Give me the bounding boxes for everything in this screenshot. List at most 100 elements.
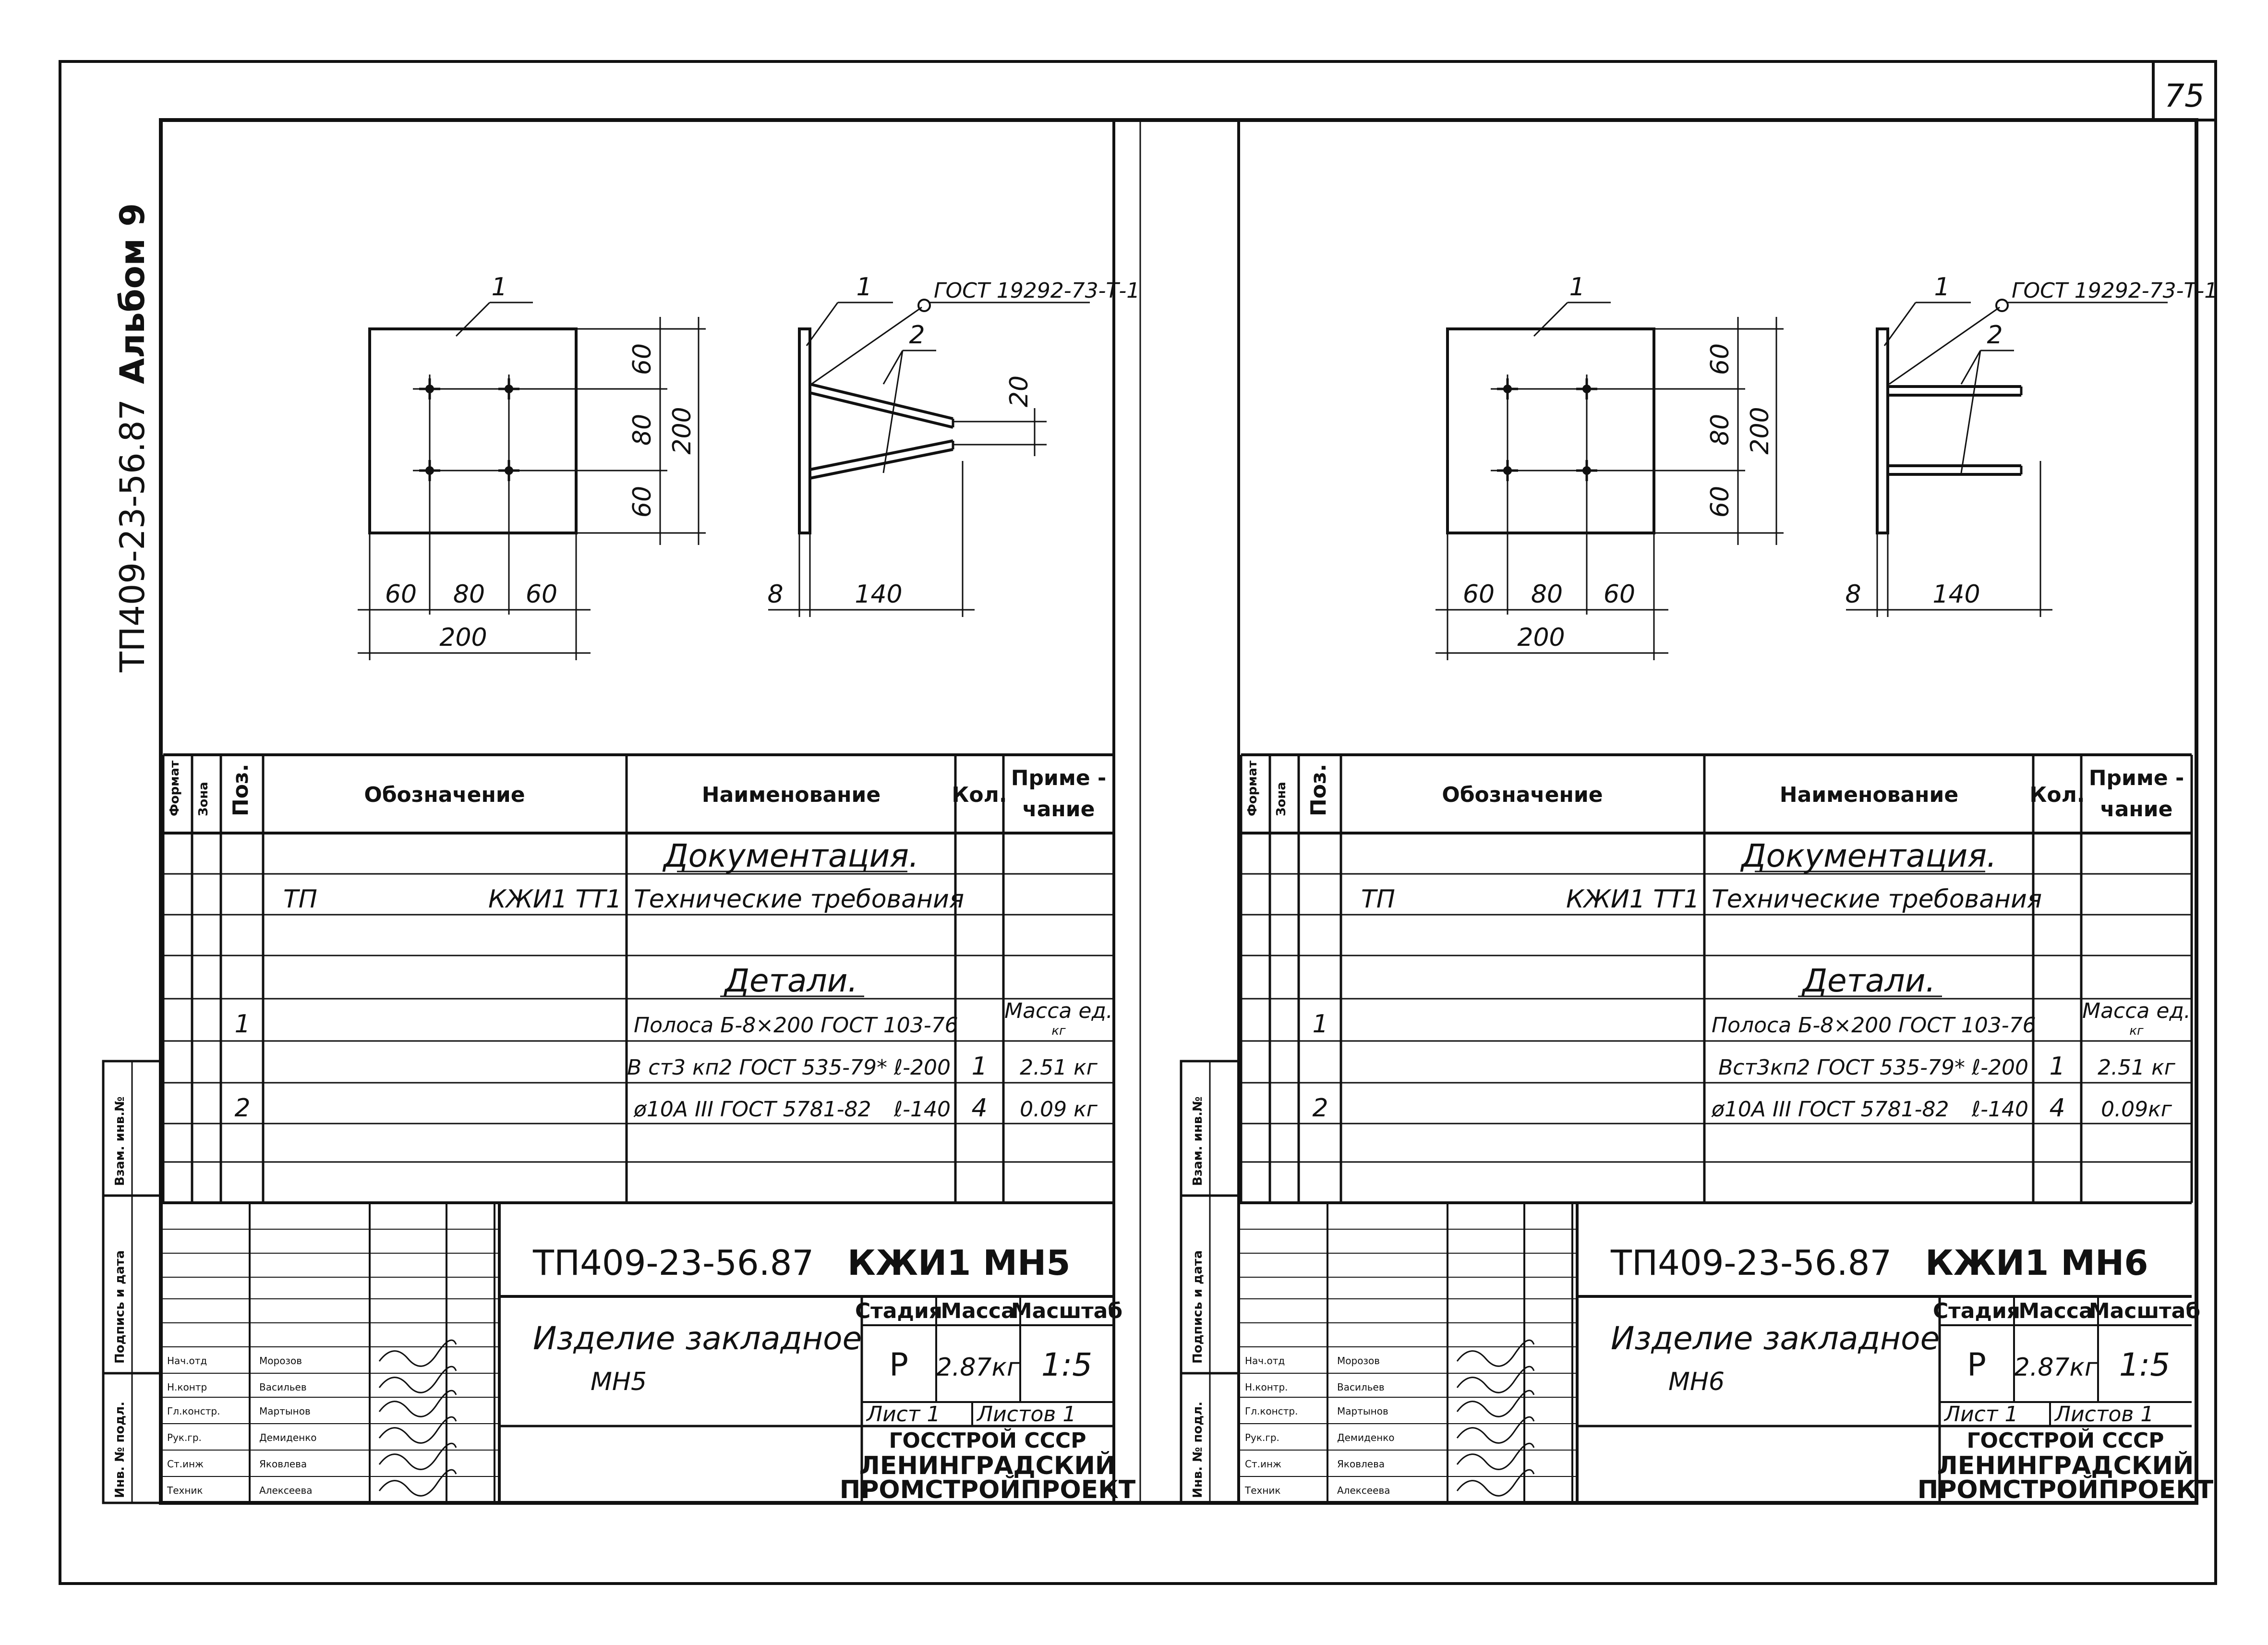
signature-mark (1456, 1416, 1535, 1444)
part2-qty: 4 (971, 1094, 987, 1123)
part1-qty: 1 (2049, 1052, 2065, 1081)
pos-label-2: 2 (909, 321, 925, 350)
dim-w-b: 80 (453, 580, 485, 609)
part2-pos: 2 (1312, 1094, 1328, 1123)
col-name: Наименование (702, 783, 881, 807)
tb-stage: Р (1967, 1346, 1986, 1383)
dim-w-c: 60 (526, 580, 557, 609)
doc-name: Технические требования (1712, 885, 2042, 914)
doc-code: КЖИ1 ТТ1 (1566, 885, 1700, 914)
tb-org-2: ЛЕНИНГРАДСКИЙ (1937, 1451, 2194, 1480)
tb-person: Морозов (259, 1355, 302, 1367)
leader-line (882, 350, 904, 473)
tb-person: Яковлева (1337, 1458, 1385, 1470)
tb-role: Нач.отд (1245, 1355, 1285, 1367)
pos-label-1: 1 (491, 273, 507, 302)
side-stamp-inv-podl: Инв. № подл. (113, 1402, 127, 1498)
weld-standard: ГОСТ 19292-73-Т-1 (934, 278, 1140, 303)
tb-person: Алексеева (1337, 1485, 1390, 1496)
part2-pos: 2 (234, 1094, 250, 1123)
weld-leader (811, 306, 922, 385)
part2-name: ø10А III ГОСТ 5781-82 (1711, 1097, 1949, 1122)
tb-role: Ст.инж (1245, 1458, 1281, 1470)
dim-h-total: 200 (1746, 407, 1774, 454)
dim-h-b: 80 (628, 414, 657, 446)
tb-scale-label: Масштаб (2089, 1299, 2200, 1323)
leader-line (1960, 350, 1981, 385)
tb-code: ТП409-23-56.87 (532, 1243, 814, 1283)
leader-line (806, 302, 839, 346)
side-stamp-sign-date: Подпись и дата (1191, 1250, 1205, 1364)
dim-w-a: 60 (1463, 580, 1495, 609)
signature-mark (1456, 1442, 1535, 1470)
col-pos: Поз. (1306, 764, 1331, 816)
tb-mass-label: Масса (2018, 1299, 2093, 1323)
tb-stage-label: Стадия (855, 1299, 942, 1323)
tb-role: Гл.констр. (1245, 1405, 1298, 1417)
leader-line (882, 350, 904, 385)
tb-person: Демиденко (259, 1432, 317, 1443)
col-name: Наименование (1780, 783, 1958, 807)
plate-edge (798, 327, 811, 534)
signature-mark (378, 1366, 457, 1393)
col-note-1: Приме - (2089, 766, 2184, 790)
tb-sheet: Лист 1 (1943, 1402, 2018, 1427)
pos-label-2: 2 (1987, 321, 2003, 350)
tb-stage: Р (889, 1346, 908, 1383)
part2-mass: 0.09кг (2101, 1097, 2172, 1122)
doc-name: Технические требования (634, 885, 964, 914)
tb-sheets: Листов 1 (2054, 1402, 2154, 1427)
section-documentation: Документация. (662, 837, 919, 874)
tb-role: Рук.гр. (1245, 1432, 1279, 1443)
side-stamp-inv-podl: Инв. № подл. (1191, 1402, 1205, 1498)
dim-w-b: 80 (1531, 580, 1563, 609)
tb-mass-label: Масса (941, 1299, 1015, 1323)
col-qty: Кол. (2029, 783, 2085, 807)
tb-person: Алексеева (259, 1485, 313, 1496)
tb-mass: 2.87кг (2014, 1353, 2098, 1382)
tb-person: Мартынов (259, 1405, 311, 1417)
leader-line (455, 302, 491, 337)
dim-h-b: 80 (1706, 414, 1735, 446)
dim-w-a: 60 (385, 580, 417, 609)
tb-role: Нач.отд (167, 1355, 207, 1367)
tb-person: Демиденко (1337, 1432, 1395, 1443)
dim-thickness: 8 (767, 580, 783, 609)
doc-code: КЖИ1 ТТ1 (488, 885, 622, 914)
plate-edge (1876, 327, 1889, 534)
dim-h-c: 60 (628, 486, 657, 518)
page-number: 75 (2164, 77, 2205, 114)
part2-name: ø10А III ГОСТ 5781-82 (633, 1097, 871, 1122)
tb-person: Морозов (1337, 1355, 1380, 1367)
col-designation: Обозначение (1442, 783, 1603, 807)
album-code: ТП409-23-56.87 (113, 399, 152, 673)
col-zone: Зона (1274, 782, 1289, 816)
signature-mark (378, 1339, 457, 1367)
side-stamp-inv-vzam: Взам. инв.№ (113, 1097, 127, 1186)
tb-role: Н.контр (167, 1381, 207, 1393)
tb-org-2: ЛЕНИНГРАДСКИЙ (859, 1451, 1116, 1480)
tb-item-code: МН5 (591, 1367, 647, 1396)
part2-qty: 4 (2049, 1094, 2065, 1123)
leader-line (1533, 302, 1568, 337)
section-parts: Детали. (723, 962, 857, 999)
tb-role: Н.контр. (1245, 1381, 1288, 1393)
part2-mass: 0.09 кг (1020, 1097, 1098, 1122)
side-stamp-inv-vzam: Взам. инв.№ (1191, 1097, 1205, 1186)
tb-item: Изделие закладное (1611, 1320, 1940, 1357)
anchor-bar (809, 448, 953, 480)
pos-label-1: 1 (1934, 273, 1950, 302)
signature-mark (378, 1469, 457, 1497)
album-side-title: ТП409-23-56.87 Альбом 9 (113, 203, 152, 673)
dim-gap: 20 (1005, 375, 1034, 407)
leader-line (1960, 350, 1981, 473)
tb-role: Рук.гр. (167, 1432, 202, 1443)
